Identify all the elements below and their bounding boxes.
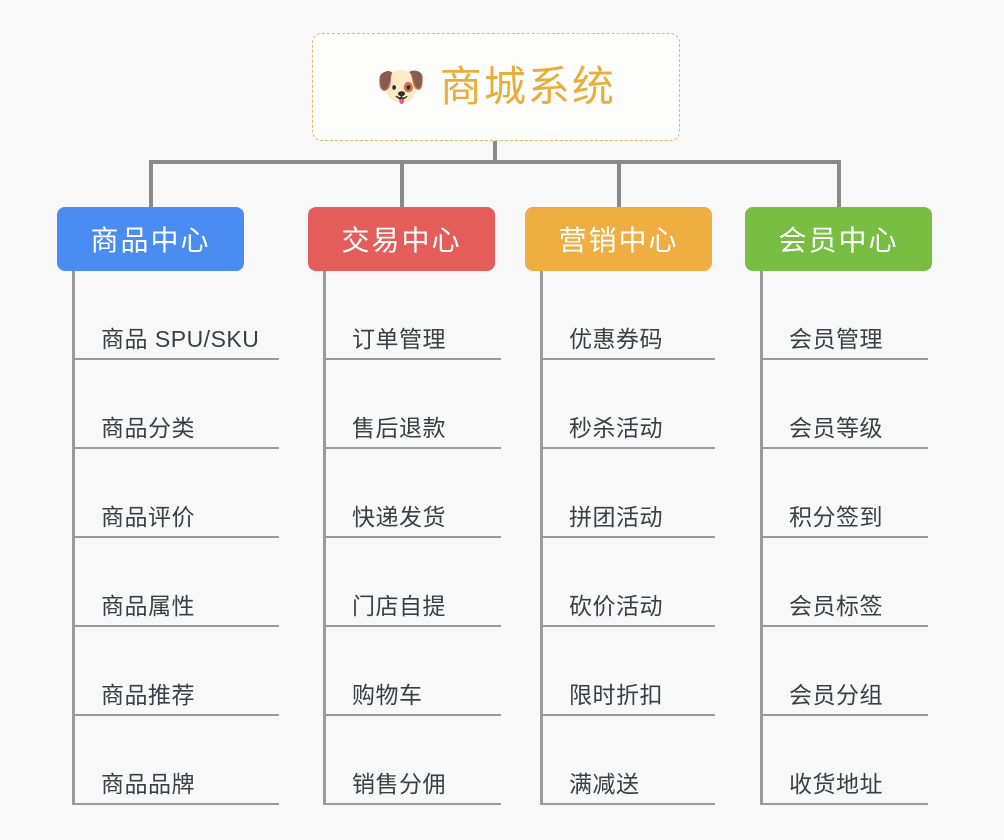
leaf-underline xyxy=(323,536,501,538)
leaf-label: 优惠券码 xyxy=(569,326,663,352)
leaf-label: 快递发货 xyxy=(352,504,446,530)
leaf-label: 销售分佣 xyxy=(352,771,446,797)
leaf-label: 门店自提 xyxy=(352,593,446,619)
leaf-item[interactable]: 限时折扣 xyxy=(525,627,715,716)
leaf-underline xyxy=(540,803,715,805)
leaf-label: 会员分组 xyxy=(789,682,883,708)
leaf-list-2: 订单管理售后退款快递发货门店自提购物车销售分佣 xyxy=(308,271,501,805)
leaf-underline xyxy=(540,358,715,360)
leaf-label: 订单管理 xyxy=(352,326,446,352)
branch-trunk-3 xyxy=(540,271,543,805)
connector-horizontal-bus xyxy=(149,160,839,164)
connector-root-stem xyxy=(493,141,497,163)
leaf-underline xyxy=(760,536,928,538)
leaf-item[interactable]: 商品属性 xyxy=(57,538,279,627)
leaf-item[interactable]: 优惠券码 xyxy=(525,271,715,360)
leaf-item[interactable]: 会员分组 xyxy=(745,627,932,716)
branch-trunk-4 xyxy=(760,271,763,805)
connector-drop-2 xyxy=(399,160,404,207)
leaf-label: 收货地址 xyxy=(789,771,883,797)
leaf-label: 商品品牌 xyxy=(101,771,195,797)
branch-2: 交易中心订单管理售后退款快递发货门店自提购物车销售分佣 xyxy=(308,207,501,805)
dog-face-icon: 🐶 xyxy=(376,65,426,109)
leaf-item[interactable]: 砍价活动 xyxy=(525,538,715,627)
leaf-label: 砍价活动 xyxy=(569,593,663,619)
leaf-list-3: 优惠券码秒杀活动拼团活动砍价活动限时折扣满减送 xyxy=(525,271,715,805)
leaf-item[interactable]: 商品 SPU/SKU xyxy=(57,271,279,360)
connector-drop-4 xyxy=(837,160,841,207)
leaf-item[interactable]: 商品品牌 xyxy=(57,716,279,805)
branch-trunk-1 xyxy=(72,271,75,805)
leaf-item[interactable]: 购物车 xyxy=(308,627,501,716)
leaf-item[interactable]: 售后退款 xyxy=(308,360,501,449)
leaf-list-4: 会员管理会员等级积分签到会员标签会员分组收货地址 xyxy=(745,271,932,805)
leaf-item[interactable]: 商品分类 xyxy=(57,360,279,449)
leaf-label: 拼团活动 xyxy=(569,504,663,530)
leaf-label: 限时折扣 xyxy=(569,682,663,708)
branch-4: 会员中心会员管理会员等级积分签到会员标签会员分组收货地址 xyxy=(745,207,932,805)
leaf-underline xyxy=(540,625,715,627)
leaf-label: 商品属性 xyxy=(101,593,195,619)
leaf-item[interactable]: 订单管理 xyxy=(308,271,501,360)
leaf-underline xyxy=(760,803,928,805)
leaf-item[interactable]: 会员等级 xyxy=(745,360,932,449)
leaf-label: 商品分类 xyxy=(101,415,195,441)
leaf-item[interactable]: 商品推荐 xyxy=(57,627,279,716)
leaf-item[interactable]: 秒杀活动 xyxy=(525,360,715,449)
leaf-underline xyxy=(72,625,279,627)
root-node[interactable]: 🐶 商城系统 xyxy=(312,33,680,141)
leaf-underline xyxy=(760,447,928,449)
leaf-underline xyxy=(72,714,279,716)
leaf-underline xyxy=(323,447,501,449)
leaf-label: 会员管理 xyxy=(789,326,883,352)
leaf-item[interactable]: 积分签到 xyxy=(745,449,932,538)
leaf-item[interactable]: 销售分佣 xyxy=(308,716,501,805)
leaf-label: 会员标签 xyxy=(789,593,883,619)
leaf-label: 商品 SPU/SKU xyxy=(101,326,260,352)
leaf-item[interactable]: 门店自提 xyxy=(308,538,501,627)
leaf-underline xyxy=(760,714,928,716)
leaf-underline xyxy=(323,358,501,360)
branch-trunk-2 xyxy=(323,271,326,805)
root-title: 商城系统 xyxy=(439,63,616,110)
branch-header-3[interactable]: 营销中心 xyxy=(525,207,712,271)
connector-drop-1 xyxy=(149,160,153,207)
leaf-item[interactable]: 商品评价 xyxy=(57,449,279,538)
leaf-item[interactable]: 收货地址 xyxy=(745,716,932,805)
leaf-label: 积分签到 xyxy=(789,504,883,530)
leaf-item[interactable]: 拼团活动 xyxy=(525,449,715,538)
branch-header-4[interactable]: 会员中心 xyxy=(745,207,932,271)
branch-3: 营销中心优惠券码秒杀活动拼团活动砍价活动限时折扣满减送 xyxy=(525,207,715,805)
leaf-underline xyxy=(760,625,928,627)
leaf-label: 秒杀活动 xyxy=(569,415,663,441)
leaf-label: 会员等级 xyxy=(789,415,883,441)
branch-1: 商品中心商品 SPU/SKU 商品分类商品评价商品属性商品推荐商品品牌 xyxy=(57,207,279,805)
leaf-underline xyxy=(72,358,279,360)
leaf-label: 商品评价 xyxy=(101,504,195,530)
leaf-label: 购物车 xyxy=(352,682,423,708)
leaf-underline xyxy=(323,625,501,627)
leaf-underline xyxy=(540,714,715,716)
leaf-underline xyxy=(323,714,501,716)
leaf-item[interactable]: 会员管理 xyxy=(745,271,932,360)
leaf-underline xyxy=(72,803,279,805)
leaf-underline xyxy=(760,358,928,360)
leaf-label: 售后退款 xyxy=(352,415,446,441)
leaf-item[interactable]: 会员标签 xyxy=(745,538,932,627)
leaf-underline xyxy=(323,803,501,805)
branch-header-2[interactable]: 交易中心 xyxy=(308,207,495,271)
leaf-underline xyxy=(72,447,279,449)
leaf-list-1: 商品 SPU/SKU 商品分类商品评价商品属性商品推荐商品品牌 xyxy=(57,271,279,805)
leaf-label: 满减送 xyxy=(569,771,640,797)
leaf-item[interactable]: 满减送 xyxy=(525,716,715,805)
leaf-item[interactable]: 快递发货 xyxy=(308,449,501,538)
leaf-underline xyxy=(540,447,715,449)
connector-drop-3 xyxy=(616,160,621,207)
leaf-underline xyxy=(540,536,715,538)
leaf-underline xyxy=(72,536,279,538)
branch-header-1[interactable]: 商品中心 xyxy=(57,207,244,271)
leaf-label: 商品推荐 xyxy=(101,682,195,708)
